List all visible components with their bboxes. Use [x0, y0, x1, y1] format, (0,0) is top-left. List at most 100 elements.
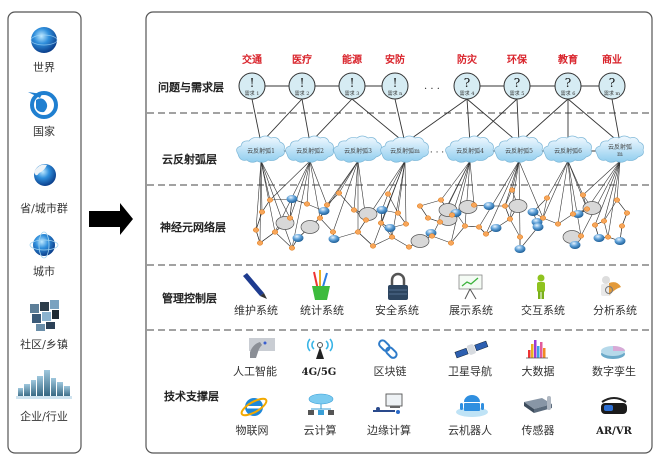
problem-node-circle: [453, 72, 481, 100]
problem-node: 商业?需求 m: [598, 53, 626, 100]
neuron-node: [532, 223, 544, 231]
synapse-node: [516, 234, 524, 240]
cloud-shape: [445, 135, 494, 163]
synapse-node: [437, 197, 445, 203]
person-icon: [537, 274, 545, 299]
problem-node-label: 需求 m: [604, 90, 621, 97]
neuron-node: [292, 234, 304, 242]
neuron-link: [603, 199, 618, 222]
right-arrow-icon: [89, 203, 133, 235]
cloud-computing-icon: [308, 393, 334, 415]
cloud-neuron-link: [557, 160, 569, 225]
neuron-node: [593, 234, 605, 242]
problem-node: 环保?需求 5: [503, 53, 531, 100]
domain-label: 能源: [342, 53, 362, 66]
synapse-node: [416, 203, 424, 209]
synapse-node: [286, 215, 294, 221]
problem-node-symbol: !: [393, 76, 398, 90]
neuron-node: [376, 206, 388, 214]
cloud-neuron-link: [607, 160, 621, 238]
synapse-node: [447, 240, 455, 246]
synapse-node: [591, 222, 599, 228]
problem-node-symbol: ?: [565, 76, 571, 90]
problem-node-label: 需求 2: [295, 90, 310, 97]
pencil-cup-icon: [312, 270, 330, 300]
cloud-neuron-link: [511, 160, 520, 191]
synapse-node: [623, 210, 631, 216]
tech-label-blockchain: 区块链: [374, 364, 407, 378]
problem-ellipsis: · · ·: [424, 84, 440, 95]
cloud-neuron-link: [255, 160, 262, 231]
pie-chart-icon: [601, 346, 625, 359]
cloud-shape: [236, 135, 285, 163]
pen-icon: [243, 273, 267, 299]
city-skyline-icon: [16, 370, 72, 399]
cloud-node-label: 云反射弧4: [456, 147, 484, 155]
neuron-link: [519, 226, 539, 250]
cloud-neuron-link: [586, 160, 621, 210]
problem-cloud-link: [309, 98, 353, 144]
internet-explorer-icon: [240, 397, 268, 417]
problem-node-label: 需求 5: [510, 90, 525, 97]
problem-node-symbol: !: [250, 76, 255, 90]
problem-cloud-link: [611, 98, 621, 144]
neuron-link: [603, 220, 609, 238]
cloud-neuron-link: [582, 160, 621, 196]
layer-label-technology: 技术支撑层: [164, 389, 219, 403]
domain-label: 医疗: [292, 53, 312, 66]
problem-node-circle: [503, 72, 531, 100]
cubes-icon: [30, 300, 59, 331]
neuron-link: [431, 235, 452, 244]
problem-cloud-link: [567, 98, 621, 144]
synapse-node: [252, 227, 260, 233]
cloud-shape: [543, 135, 592, 163]
problem-node-circle: [288, 72, 316, 100]
neuron-node: [483, 202, 495, 210]
synapse-node: [604, 234, 612, 240]
problem-cloud-link: [251, 98, 262, 144]
synapse-node: [369, 243, 377, 249]
synapse-node: [256, 240, 264, 246]
domain-label: 交通: [242, 53, 262, 66]
synapse-node: [475, 224, 483, 230]
tech-label-big-data: 大数据: [522, 364, 555, 378]
cloud-shape: [285, 135, 334, 163]
tech-label-sensor: 传感器: [522, 424, 555, 437]
chain-link-icon: [378, 339, 398, 359]
layer-label-cloud: 云反射弧层: [162, 152, 217, 166]
neuron-link: [509, 218, 521, 238]
cloud-neuron-link: [338, 160, 359, 194]
cloud-neuron-link: [387, 160, 406, 195]
problem-node-circle: [238, 72, 266, 100]
synapse-node: [303, 201, 311, 207]
neuron-node: [572, 210, 584, 218]
tech-label-digital-twin: 数字孪生: [592, 364, 636, 378]
synapse-node: [384, 191, 392, 197]
layer-label-management: 管理控制层: [162, 291, 217, 305]
neuron-node: [384, 224, 396, 232]
tech-label-iot: 物联网: [236, 423, 269, 437]
problem-node-symbol: ?: [609, 76, 615, 90]
management-label-analysis: 分析系统: [593, 303, 637, 317]
layer-label-neural: 神经元网络层: [160, 220, 226, 234]
cloud-neuron-link: [518, 160, 521, 238]
cloud-neuron-link: [594, 160, 621, 226]
synapse-node: [424, 215, 432, 221]
cloud-neuron-link: [306, 160, 311, 205]
synapse-node: [323, 202, 331, 208]
cloud-neuron-link: [269, 160, 311, 201]
cloud-neuron-link: [485, 160, 520, 235]
cloud-reflex-node: 云反射弧m: [380, 135, 429, 163]
cloud-neuron-link: [542, 160, 569, 219]
cloud-neuron-link: [567, 160, 582, 237]
problem-cloud-link: [516, 98, 520, 144]
problem-cloud-link: [466, 98, 471, 144]
neuron-link: [391, 236, 410, 248]
cloud-node-label: 云反射弧5: [505, 147, 533, 155]
synapse-node: [579, 192, 587, 198]
domain-label: 商业: [602, 53, 622, 66]
neuron-hub: [410, 234, 430, 248]
neuron-link: [372, 236, 393, 247]
synapse-node: [470, 202, 478, 208]
